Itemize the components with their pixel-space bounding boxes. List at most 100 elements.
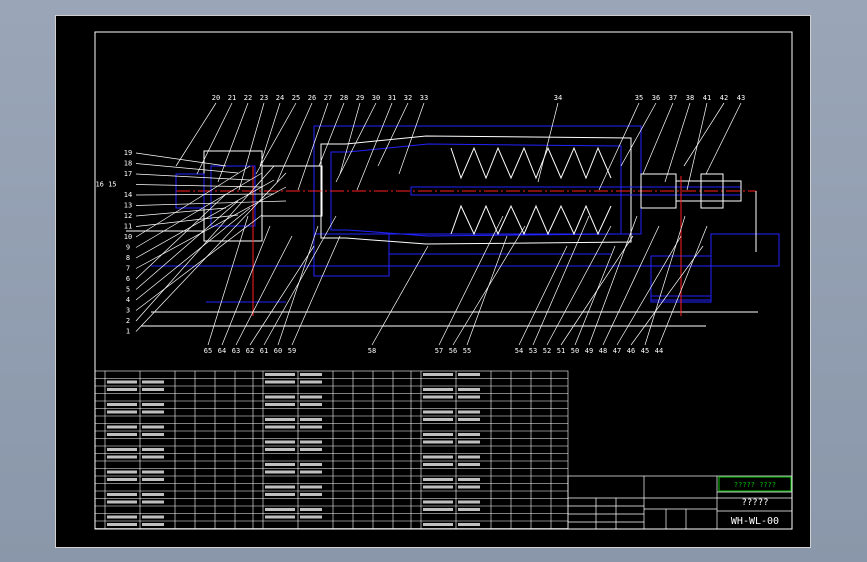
bom-entry-mark (423, 463, 453, 466)
leader-line (686, 102, 708, 191)
leader-line (602, 225, 660, 346)
bom-entry-mark (265, 418, 295, 421)
balloon-label-top: 32 (404, 94, 412, 102)
balloon-label-top: 20 (212, 94, 220, 102)
leader-line (574, 245, 616, 346)
bom-entry-mark (142, 493, 164, 496)
leader-line (135, 193, 227, 280)
leader-line (135, 165, 251, 238)
bom-entry-mark (300, 373, 322, 376)
balloon-label-bottom: 64 (218, 347, 226, 355)
leader-line (658, 225, 708, 346)
bom-entry-mark (423, 485, 453, 489)
leader-line (588, 215, 638, 346)
balloon-label-left: 9 (126, 244, 130, 252)
leader-line (135, 173, 251, 181)
leader-line (175, 102, 217, 167)
balloon-label-top: 24 (276, 94, 284, 102)
balloon-label-left: 12 (124, 212, 132, 220)
bom-entry-mark (107, 523, 137, 526)
right-shaft-end (675, 180, 742, 202)
leader-line (398, 102, 425, 175)
leader-line (537, 102, 559, 183)
bom-entry-mark (265, 425, 295, 429)
bom-entry-mark (423, 395, 453, 399)
bom-entry-mark (265, 440, 295, 444)
bom-entry-mark (458, 418, 480, 421)
balloon-label-left: 8 (126, 254, 130, 262)
bom-entry-mark (423, 478, 453, 481)
balloon-label-top: 33 (420, 94, 428, 102)
leader-line (135, 214, 239, 227)
bom-entry-mark (458, 455, 480, 459)
leader-line (276, 102, 313, 183)
bom-entry-mark (142, 380, 164, 384)
leader-line (532, 215, 590, 346)
bom-entry-mark (142, 470, 164, 474)
leader-line (642, 102, 674, 175)
balloon-label-top: 22 (244, 94, 252, 102)
balloon-label-bottom: 50 (571, 347, 579, 355)
balloon-label-top: 28 (340, 94, 348, 102)
leader-line (466, 235, 508, 346)
leader-line (683, 102, 725, 167)
bom-entry-mark (142, 500, 164, 504)
balloon-label-bottom: 52 (543, 347, 551, 355)
balloon-label-top: 37 (669, 94, 677, 102)
leader-line (207, 215, 249, 346)
bom-entry-mark (423, 523, 453, 526)
bom-entry-mark (458, 433, 480, 436)
leader-line (135, 214, 263, 311)
bom-entry-mark (458, 463, 480, 466)
bom-entry-mark (107, 493, 137, 496)
leader-line (371, 245, 429, 346)
leader-line (377, 102, 409, 167)
balloon-label-bottom: 58 (368, 347, 376, 355)
balloon-label-left: 14 (124, 191, 132, 199)
leader-line (249, 245, 315, 346)
balloon-label-top: 31 (388, 94, 396, 102)
motor-base (710, 233, 780, 267)
balloon-label-top: 21 (228, 94, 236, 102)
left-end-plate (175, 173, 205, 209)
bom-entry-mark (300, 403, 322, 406)
bom-entry-mark (423, 440, 453, 444)
bom-entry-mark (300, 395, 322, 399)
balloon-label-bottom: 63 (232, 347, 240, 355)
balloon-label-bottom: 54 (515, 347, 523, 355)
leader-line (135, 152, 227, 167)
bom-entry-mark (142, 403, 164, 406)
parts-list-entries (107, 373, 480, 526)
balloon-label-left: 5 (126, 286, 130, 294)
balloon-label-top: 38 (686, 94, 694, 102)
bom-entry-mark (265, 493, 295, 496)
balloon-label-top: 34 (554, 94, 562, 102)
bom-entry-mark (458, 508, 480, 511)
bom-entry-mark (142, 425, 164, 429)
balloon-label-left: 3 (126, 307, 130, 315)
conical-bowl (320, 135, 632, 245)
balloon-label-top: 43 (737, 94, 745, 102)
leader-line (217, 102, 249, 183)
bom-entry-mark (107, 455, 137, 459)
leader-line (318, 102, 345, 167)
bom-entry-mark (107, 410, 137, 414)
balloon-label-bottom: 60 (274, 347, 282, 355)
bom-entry-mark (423, 433, 453, 436)
balloon-label-bottom: 62 (246, 347, 254, 355)
bom-entry-mark (423, 500, 453, 504)
balloon-label-top: 41 (703, 94, 711, 102)
balloon-label-bottom: 48 (599, 347, 607, 355)
bom-entry-mark (265, 515, 295, 519)
bom-entry-mark (423, 410, 453, 414)
bom-entry-mark (300, 470, 322, 474)
bom-entry-mark (300, 463, 322, 466)
balloon-label-bottom: 55 (463, 347, 471, 355)
bom-entry-mark (423, 418, 453, 421)
bom-entry-mark (265, 463, 295, 466)
left-bearing-detail (210, 165, 256, 227)
bom-entry-mark (423, 388, 453, 391)
bom-entry-mark (300, 485, 322, 489)
